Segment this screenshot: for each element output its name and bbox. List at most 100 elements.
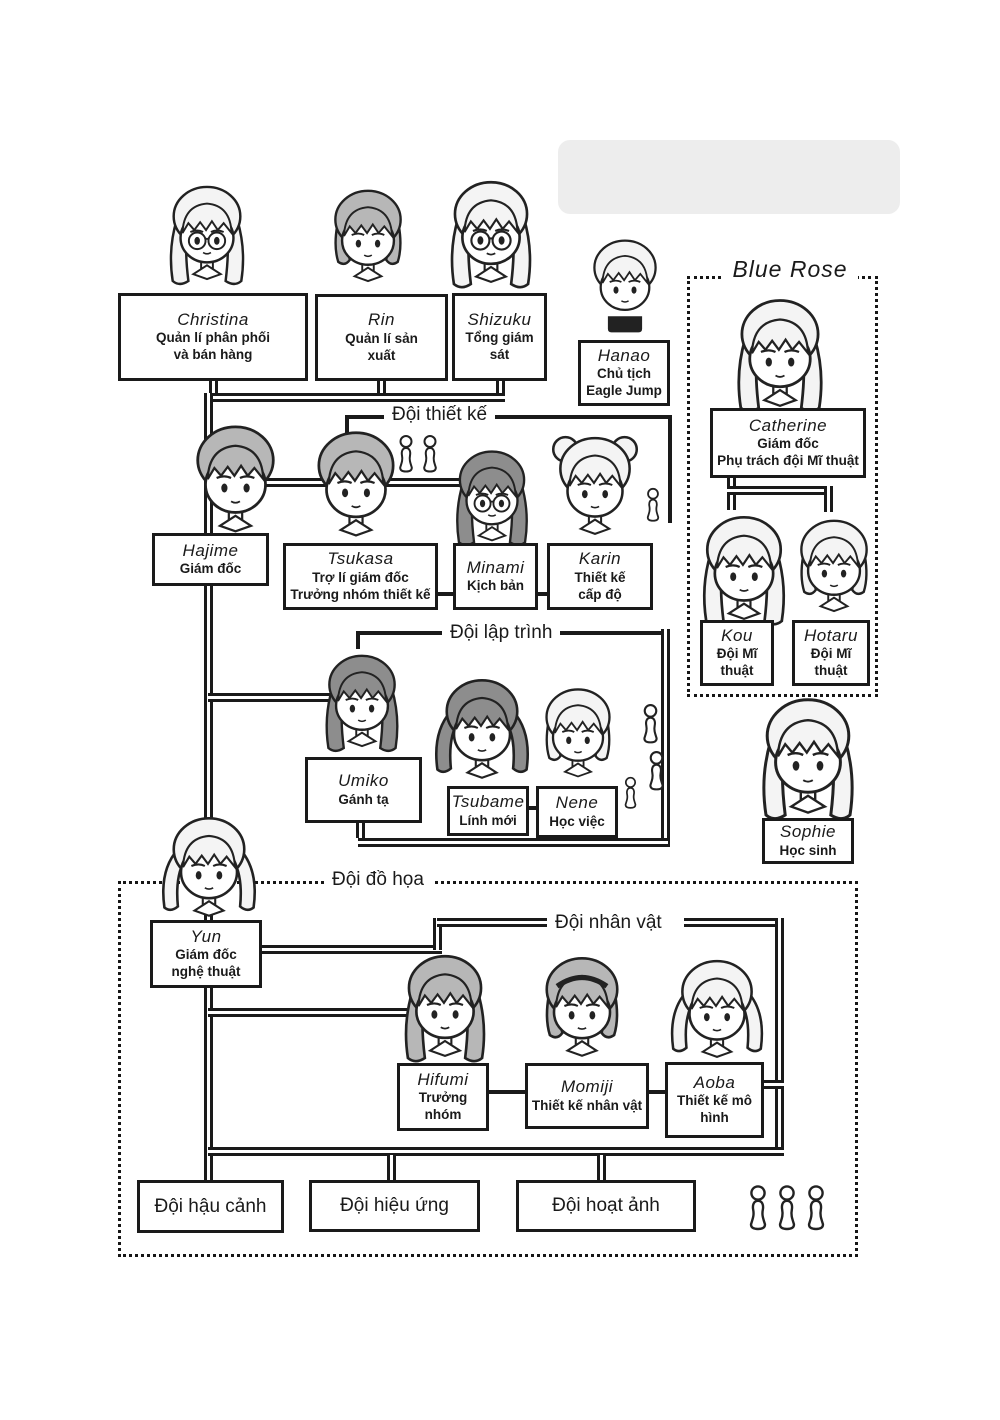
shizuku-name: Shizuku xyxy=(467,309,532,329)
connector xyxy=(727,486,833,495)
programming-team-label: Đội lập trình xyxy=(442,622,561,644)
connector xyxy=(356,821,365,838)
programming-team-pawn-icons xyxy=(620,701,672,817)
connector xyxy=(209,381,218,399)
yun-avatar xyxy=(153,810,265,922)
person-icon xyxy=(775,1184,799,1232)
connector xyxy=(437,918,551,927)
connector xyxy=(208,693,332,702)
person-icon xyxy=(640,703,661,745)
programming-bracket xyxy=(551,631,663,635)
design-team-pawn-icons xyxy=(396,434,442,476)
minami-avatar xyxy=(442,444,542,546)
design-bracket xyxy=(345,415,349,449)
design-bracket xyxy=(345,415,387,419)
shizuku-avatar xyxy=(438,166,544,296)
connector xyxy=(824,486,833,512)
tsukasa-box: Tsukasa Trợ lí giám đốc Trưởng nhóm thiế… xyxy=(283,543,438,610)
programming-bracket xyxy=(356,631,360,649)
hajime-box: Hajime Giám đốc xyxy=(152,533,269,586)
momiji-role: Thiết kế nhân vật xyxy=(531,1097,643,1113)
graphics-team-frame xyxy=(118,881,858,1257)
background-team-box: Đội hậu cảnh xyxy=(137,1180,284,1233)
connector xyxy=(775,918,784,1155)
umiko-role: Gánh tạ xyxy=(338,791,389,807)
momiji-name: Momiji xyxy=(560,1077,614,1097)
box-link xyxy=(436,592,455,596)
christina-role: Quản lí phân phối và bán hàng xyxy=(156,330,270,363)
character-team-label: Đội nhân vật xyxy=(547,912,670,934)
connector xyxy=(597,1155,606,1181)
hajime-role: Giám đốc xyxy=(179,561,242,577)
hanao-role: Chủ tịch Eagle Jump xyxy=(586,366,662,399)
shizuku-box: Shizuku Tổng giám sát xyxy=(452,293,547,381)
background-team-label: Đội hậu cảnh xyxy=(154,1195,267,1217)
aoba-name: Aoba xyxy=(693,1072,736,1092)
effects-team-box: Đội hiệu ứng xyxy=(309,1180,480,1232)
hotaru-box: Hotaru Đội Mĩ thuật xyxy=(792,620,870,686)
programming-bracket xyxy=(356,631,442,635)
connector xyxy=(496,381,505,399)
hifumi-avatar xyxy=(392,946,498,1064)
effects-team-label: Đội hiệu ứng xyxy=(340,1195,449,1216)
shizuku-role: Tổng giám sát xyxy=(465,330,534,363)
christina-box: Christina Quản lí phân phối và bán hàng xyxy=(118,293,308,381)
tsubame-box: Tsubame Lính mới xyxy=(447,786,529,836)
tsukasa-role: Trợ lí giám đốc Trưởng nhóm thiết kế xyxy=(290,569,431,602)
hotaru-name: Hotaru xyxy=(803,625,859,645)
hanao-name: Hanao xyxy=(597,345,651,365)
design-team-label: Đội thiết kế xyxy=(384,404,496,426)
person-icon xyxy=(804,1184,828,1232)
yun-name: Yun xyxy=(190,926,222,946)
connector xyxy=(760,1080,784,1089)
yun-role: Giám đốc nghệ thuật xyxy=(171,947,241,980)
tsubame-avatar xyxy=(426,672,538,784)
animation-team-box: Đội hoạt ảnh xyxy=(516,1180,696,1232)
connector xyxy=(209,393,505,402)
yun-box: Yun Giám đốc nghệ thuật xyxy=(150,920,262,988)
nene-role: Học việc xyxy=(549,813,605,829)
connector xyxy=(204,586,213,922)
aoba-box: Aoba Thiết kế mô hình xyxy=(665,1062,764,1138)
nene-name: Nene xyxy=(555,793,599,813)
nene-avatar xyxy=(528,682,628,782)
person-icon xyxy=(622,776,639,810)
hotaru-avatar xyxy=(786,506,882,624)
hifumi-name: Hifumi xyxy=(417,1069,469,1089)
person-icon xyxy=(396,434,416,474)
rin-avatar xyxy=(320,180,416,290)
design-bracket xyxy=(494,415,672,419)
graphics-team-label: Đội đồ họa xyxy=(324,869,432,891)
sophie-role: Học sinh xyxy=(779,842,837,858)
hajime-avatar xyxy=(168,418,303,538)
blank-caption-box xyxy=(558,140,900,214)
kou-name: Kou xyxy=(721,625,753,645)
kou-avatar xyxy=(690,502,798,632)
hanao-box: Hanao Chủ tịch Eagle Jump xyxy=(578,340,670,406)
rin-box: Rin Quản lí sản xuất xyxy=(315,294,448,381)
karin-name: Karin xyxy=(578,549,622,569)
connector xyxy=(377,381,386,399)
karin-avatar xyxy=(536,430,654,540)
minami-role: Kịch bản xyxy=(466,578,524,594)
design-team-pawn-icon-2 xyxy=(644,487,664,525)
connector xyxy=(208,1147,784,1156)
umiko-avatar xyxy=(314,640,410,760)
aoba-role: Thiết kế mô hình xyxy=(676,1093,752,1126)
box-link xyxy=(647,1090,667,1094)
animation-team-label: Đội hoạt ảnh xyxy=(552,1195,660,1216)
hanao-avatar xyxy=(580,220,670,344)
tsukasa-avatar xyxy=(296,424,416,542)
umiko-box: Umiko Gánh tạ xyxy=(305,757,422,823)
tsukasa-name: Tsukasa xyxy=(327,549,394,569)
catherine-name: Catherine xyxy=(748,415,828,435)
minami-box: Minami Kịch bản xyxy=(453,543,538,610)
hotaru-role: Đội Mĩ thuật xyxy=(810,646,852,679)
catherine-box: Catherine Giám đốc Phụ trách đội Mĩ thuậ… xyxy=(710,408,866,478)
karin-role: Thiết kế cấp độ xyxy=(574,569,626,602)
minami-name: Minami xyxy=(466,557,525,577)
connector xyxy=(684,918,784,927)
design-bracket xyxy=(668,415,672,523)
person-icon xyxy=(746,1184,770,1232)
catherine-role: Giám đốc Phụ trách đội Mĩ thuật xyxy=(717,436,859,469)
